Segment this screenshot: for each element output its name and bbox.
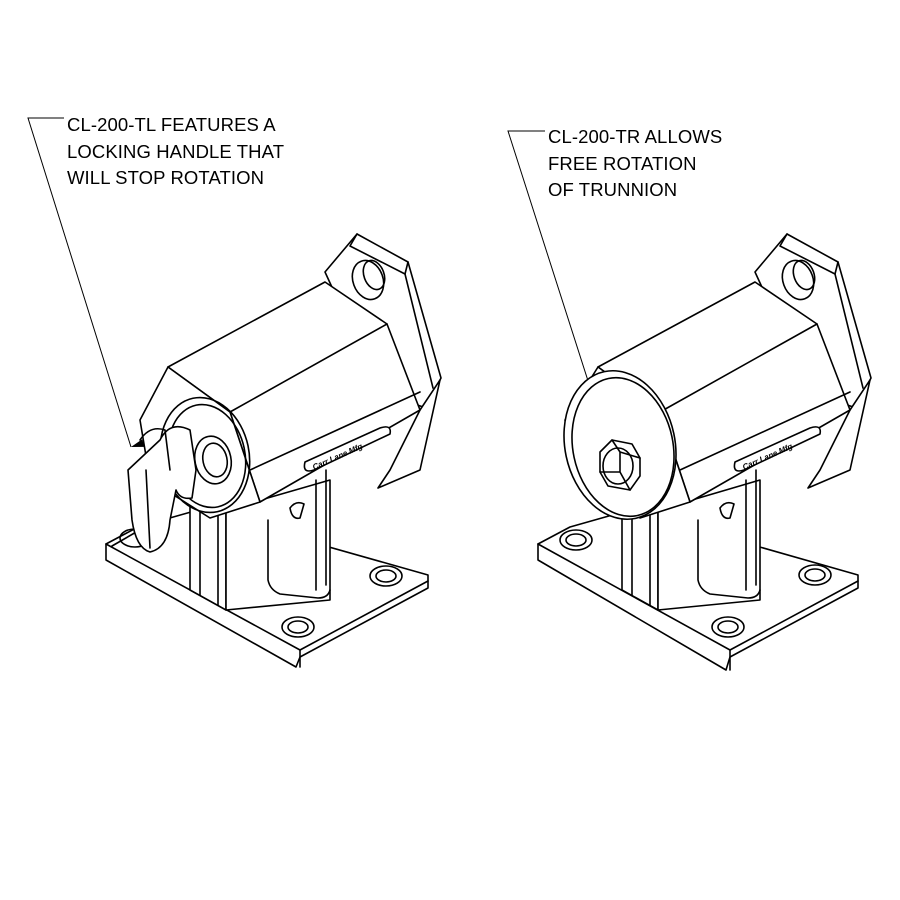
support-right (621, 469, 761, 611)
callout-right-line-1: CL-200-TR ALLOWS (548, 126, 723, 147)
callout-left-line-1: CL-200-TL FEATURES A (67, 114, 276, 135)
support-left (189, 469, 331, 611)
callout-left: CL-200-TL FEATURES A LOCKING HANDLE THAT… (67, 112, 284, 192)
trunnion-assembly-right: Carr Lane Mfg (537, 233, 872, 671)
callout-right-line-2: FREE ROTATION (548, 152, 697, 174)
hex-body-right: Carr Lane Mfg (563, 281, 851, 521)
leader-left (27, 117, 145, 448)
leader-right (507, 130, 620, 438)
trunnion-assembly-left: Carr Lane Mfg (105, 233, 442, 668)
callout-left-line-2: LOCKING HANDLE THAT (67, 140, 285, 162)
callout-left-line-3: WILL STOP ROTATION (67, 167, 265, 188)
callout-right: CL-200-TR ALLOWS FREE ROTATION OF TRUNNI… (548, 124, 722, 204)
locking-handle (127, 425, 233, 553)
hex-bolt (599, 439, 641, 491)
callout-right-line-3: OF TRUNNION (548, 179, 678, 200)
